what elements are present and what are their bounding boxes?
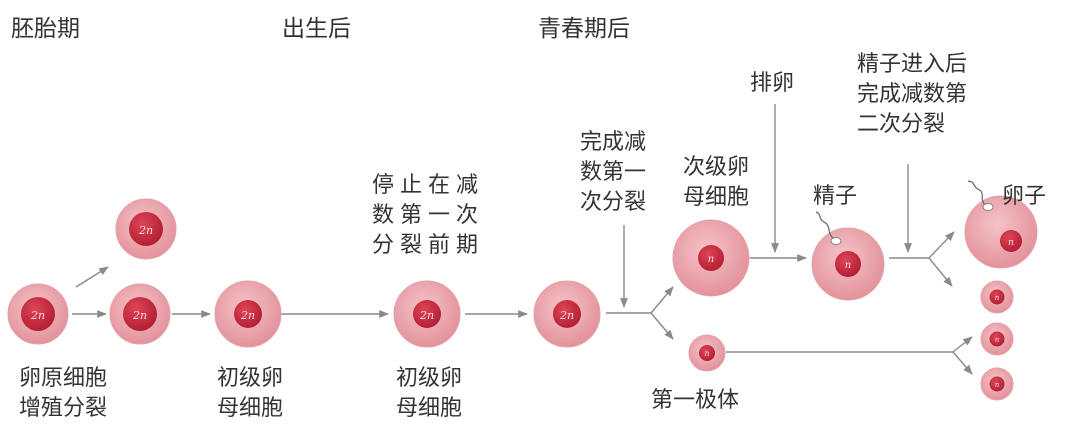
cell-label-2n: 2n: [132, 309, 147, 322]
label-egg: 卵子: [1002, 184, 1047, 209]
cell-label-2n: 2n: [138, 224, 153, 237]
cell-fertilized-secondary: n: [811, 211, 885, 301]
cell-oogonium: 2n: [7, 283, 69, 345]
cell-label-2n: 2n: [240, 309, 255, 322]
label-primary-oocyte-2: 初级卵 母细胞: [396, 364, 462, 424]
label-sperm-entry-line-3: 二次分裂: [857, 112, 946, 137]
label-sperm-entry-line-2: 完成减数第: [857, 82, 968, 107]
arrow-to-egg: [928, 231, 955, 259]
arrow-oogonium-to-upper: [75, 266, 109, 288]
label-secondary-oocyte: 次级卵 母细胞: [683, 153, 749, 213]
cell-label-n: n: [845, 260, 851, 271]
label-arrest-line-1: 停止在减: [372, 173, 485, 198]
cell-label-n: n: [704, 349, 709, 358]
label-complete-meiosis-1: 完成减 数第一 次分裂: [580, 128, 646, 218]
label-oogonium-line-2: 增殖分裂: [19, 396, 108, 421]
cell-label-n: n: [708, 254, 714, 265]
label-primary-oocyte-1-line-2: 母细胞: [217, 396, 284, 421]
cell-second-polar-body: n: [980, 280, 1014, 314]
cell-upper-dividing: 2n: [115, 198, 177, 260]
label-primary-oocyte-2-line-1: 初级卵: [396, 366, 463, 391]
label-arrest-prophase: 停止在减 数第一次 分裂前期: [372, 171, 484, 261]
label-ovulation: 排卵: [750, 71, 795, 96]
label-sperm-entry: 精子进入后 完成减数第 二次分裂: [857, 50, 967, 140]
cell-label-n: n: [1008, 238, 1014, 248]
cell-label-n: n: [995, 381, 1000, 389]
arrow-to-first-polar-body: [650, 312, 674, 340]
label-secondary-oocyte-line-2: 母细胞: [683, 185, 750, 210]
arrow-to-polar-body-lower: [952, 351, 973, 375]
label-arrest-line-3: 分裂前期: [372, 233, 485, 258]
label-primary-oocyte-2-line-2: 母细胞: [396, 396, 463, 421]
label-secondary-oocyte-line-1: 次级卵: [683, 155, 750, 180]
label-complete-meiosis-1-line-2: 数第一: [580, 160, 647, 185]
arrow-to-second-polar-body: [928, 257, 953, 287]
cell-polar-body-division-lower: n: [980, 367, 1014, 401]
cell-lower-dividing: 2n: [109, 283, 171, 345]
cell-puberty-oocyte: 2n: [533, 280, 601, 348]
label-sperm-entry-line-1: 精子进入后: [857, 52, 968, 77]
sperm-icon: [815, 211, 835, 240]
arrow-to-secondary-oocyte: [650, 286, 674, 314]
label-oogonium-line-1: 卵原细胞: [19, 366, 108, 391]
stage-after-puberty: 青春期后: [538, 16, 630, 42]
cell-label-n: n: [995, 294, 1000, 302]
label-first-polar-body: 第一极体: [651, 388, 740, 413]
stage-embryo: 胚胎期: [11, 16, 80, 42]
cell-egg: n: [964, 180, 1038, 269]
cell-secondary-oocyte: n: [672, 219, 750, 297]
label-sperm: 精子: [813, 184, 858, 209]
label-complete-meiosis-1-line-1: 完成减: [580, 130, 647, 155]
label-arrest-line-2: 数第一次: [372, 203, 485, 228]
stage-after-birth: 出生后: [282, 16, 351, 42]
label-oogonium: 卵原细胞 增殖分裂: [19, 364, 107, 424]
label-primary-oocyte-1-line-1: 初级卵: [217, 366, 284, 391]
cell-arrested-oocyte: 2n: [393, 280, 461, 348]
cell-primary-oocyte: 2n: [214, 280, 282, 348]
cell-label-2n: 2n: [559, 309, 574, 322]
cell-first-polar-body: n: [688, 334, 726, 372]
label-primary-oocyte-1: 初级卵 母细胞: [217, 364, 283, 424]
label-complete-meiosis-1-line-3: 次分裂: [580, 190, 647, 215]
cell-label-2n: 2n: [419, 309, 434, 322]
cell-polar-body-division-upper: n: [980, 322, 1014, 356]
arrow-to-polar-body-upper: [952, 336, 973, 353]
sperm-icon: [967, 180, 986, 206]
cell-label-n: n: [995, 336, 1000, 344]
cell-label-2n: 2n: [30, 309, 45, 322]
